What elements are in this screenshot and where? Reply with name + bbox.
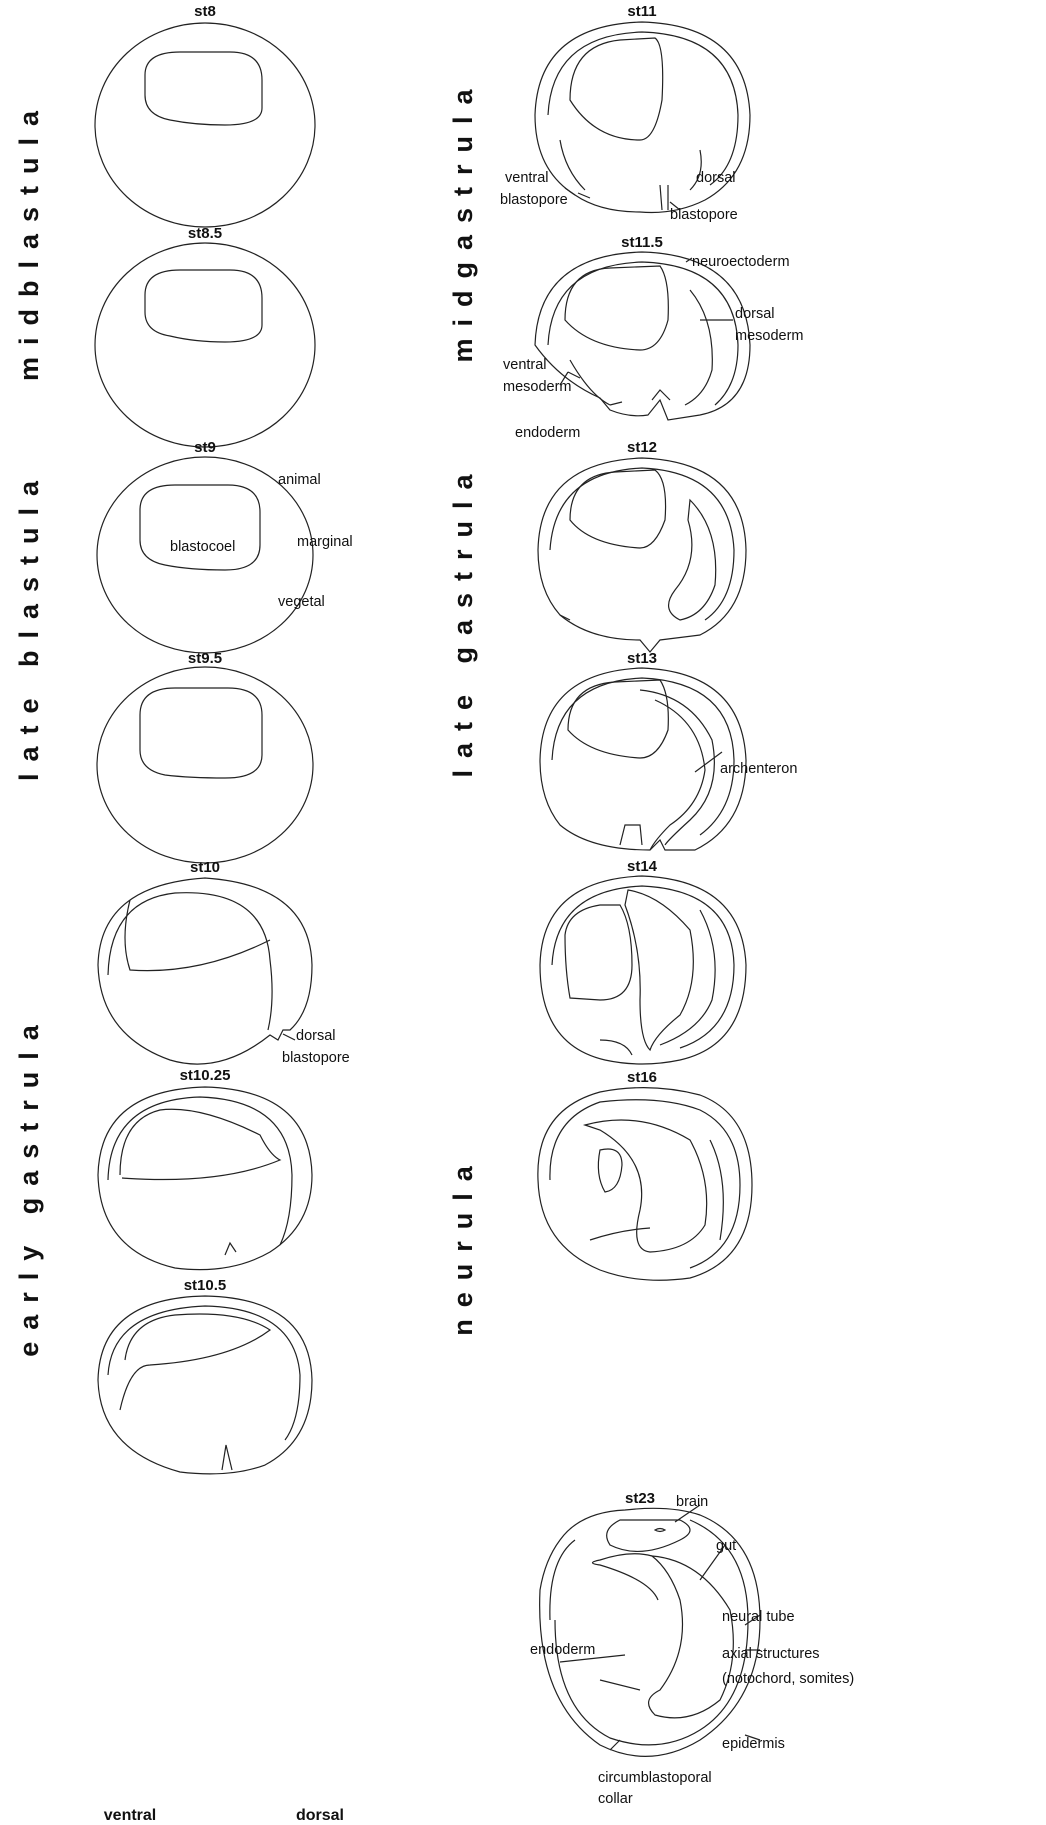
label-ventral-mesoderm-line1: ventral	[503, 357, 547, 373]
label-marginal: marginal	[297, 534, 353, 550]
label-endoderm: endoderm	[515, 425, 580, 441]
label-neural-tube: neural tube	[722, 1609, 795, 1625]
label-axial-structures-line2: (notochord, somites)	[722, 1671, 854, 1687]
label-archenteron: archenteron	[720, 761, 797, 777]
label-ventral-blastopore: blastopore	[500, 192, 568, 208]
stage-label: st13	[627, 650, 657, 667]
side-label-late-gastrula: late gastrula	[448, 462, 478, 777]
embryo-st9.5: st9.5	[96, 650, 314, 864]
stage-label: st11	[627, 3, 656, 20]
embryo-st10.25: st10.25	[97, 1067, 313, 1271]
stage-label: st23	[625, 1490, 655, 1507]
label-neuroectoderm: neuroectoderm	[692, 254, 790, 270]
label-blastopore: blastopore	[282, 1050, 350, 1066]
label-dorsal-mesoderm-line2: mesoderm	[735, 328, 804, 344]
label-axial-structures-line1: axial structures	[722, 1646, 820, 1662]
axis-label-ventral: ventral	[104, 1807, 156, 1824]
embryo-st8: st8	[94, 3, 316, 228]
stage-label: st8.5	[188, 225, 222, 242]
embryo-st10.5: st10.5	[97, 1277, 313, 1475]
side-label-early-gastrula: early gastrula	[14, 1013, 44, 1357]
label-collar: collar	[598, 1791, 633, 1807]
stage-label: st9.5	[188, 650, 222, 667]
label-dorsal-mesoderm-line1: dorsal	[735, 306, 775, 322]
label-endoderm: endoderm	[530, 1642, 595, 1658]
stage-label: st9	[194, 439, 216, 456]
embryo-st9: st9 blastocoel animal marginal vegetal	[96, 439, 353, 654]
side-label-midgastrula: midgastrula	[448, 77, 478, 362]
embryo-st10: st10 dorsal blastopore	[97, 859, 350, 1066]
stage-label: st10.25	[180, 1067, 231, 1084]
label-epidermis: epidermis	[722, 1736, 785, 1752]
stage-label: st12	[627, 439, 657, 456]
label-ventral-mesoderm-line2: mesoderm	[503, 379, 572, 395]
stage-label: st11.5	[621, 234, 663, 251]
label-vegetal: vegetal	[278, 594, 325, 610]
stage-label: st10.5	[184, 1277, 227, 1294]
label-blastocoel: blastocoel	[170, 539, 235, 555]
label-animal: animal	[278, 472, 321, 488]
side-label-neurula: neurula	[448, 1154, 478, 1336]
side-label-midblastula: midblastula	[14, 99, 44, 381]
side-label-late-blastula: late blastula	[14, 469, 44, 781]
embryo-st16: st16	[537, 1069, 753, 1281]
label-dorsal: dorsal	[696, 170, 736, 186]
label-dorsal-blastopore: blastopore	[670, 207, 738, 223]
stage-label: st10	[190, 859, 220, 876]
axis-label-dorsal: dorsal	[296, 1807, 344, 1824]
embryo-st14: st14	[539, 858, 747, 1065]
label-ventral: ventral	[505, 170, 549, 186]
embryo-st11.5: st11.5 neuroectoderm dorsal mesoderm ven…	[503, 234, 804, 441]
embryo-st11: st11 ventral blastopore dorsal blastopor…	[500, 3, 751, 223]
embryo-st8.5: st8.5	[94, 225, 316, 448]
label-circumblastoporal: circumblastoporal	[598, 1770, 712, 1786]
label-brain: brain	[676, 1494, 708, 1510]
stage-label: st8	[194, 3, 216, 20]
embryo-st23: st23 brain gut neural tube axial structu…	[530, 1490, 854, 1807]
embryo-st13: st13 archenteron	[539, 650, 797, 851]
label-gut: gut	[716, 1538, 736, 1554]
stage-label: st14	[627, 858, 658, 875]
stage-label: st16	[627, 1069, 657, 1086]
embryo-st12: st12	[537, 439, 747, 653]
label-dorsal: dorsal	[296, 1028, 336, 1044]
